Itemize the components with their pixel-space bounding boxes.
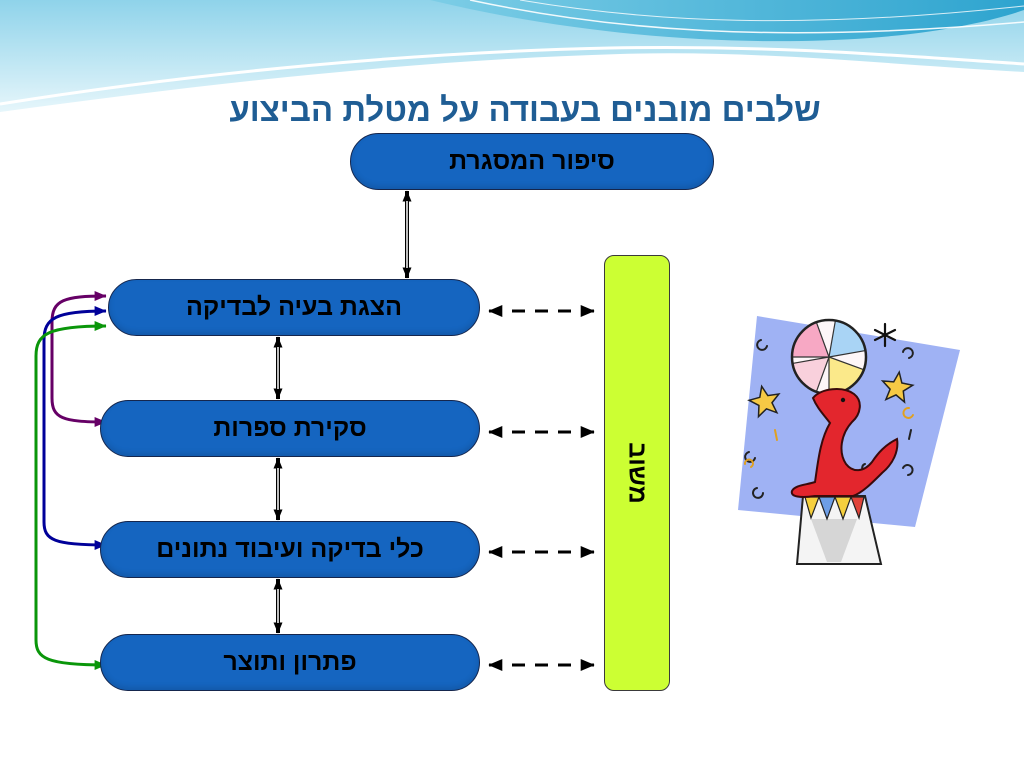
pedestal	[795, 495, 883, 565]
loop-arrow-stage1-stage4	[34, 321, 107, 670]
node-stage-problem: הצגת בעיה לבדיקה	[108, 279, 480, 336]
circus-seal-illustration	[738, 316, 960, 565]
beach-ball-icon	[790, 318, 868, 396]
star-icon	[747, 384, 781, 419]
header-wave-decoration	[0, 0, 1024, 112]
node-stage-literature: סקירת ספרות	[100, 400, 480, 457]
node-stage-tools-data: כלי בדיקה ועיבוד נתונים	[100, 521, 480, 578]
side-bar: משוב	[604, 255, 670, 691]
slide-title: שלבים מובנים בעבודה על מטלת הביצוע	[229, 91, 821, 128]
seal-body	[790, 388, 899, 498]
node-stage-solution: פתרון ותוצר	[100, 634, 480, 691]
loop-arrow-stage1-stage2	[50, 291, 107, 427]
star-icon	[880, 370, 915, 404]
seal-eye	[840, 397, 846, 403]
loop-arrow-stage1-stage3	[42, 306, 107, 550]
side-bar-label: משוב	[623, 442, 652, 504]
asterisk-icon	[873, 322, 897, 348]
node-frame-story: סיפור המסגרת	[350, 133, 714, 190]
